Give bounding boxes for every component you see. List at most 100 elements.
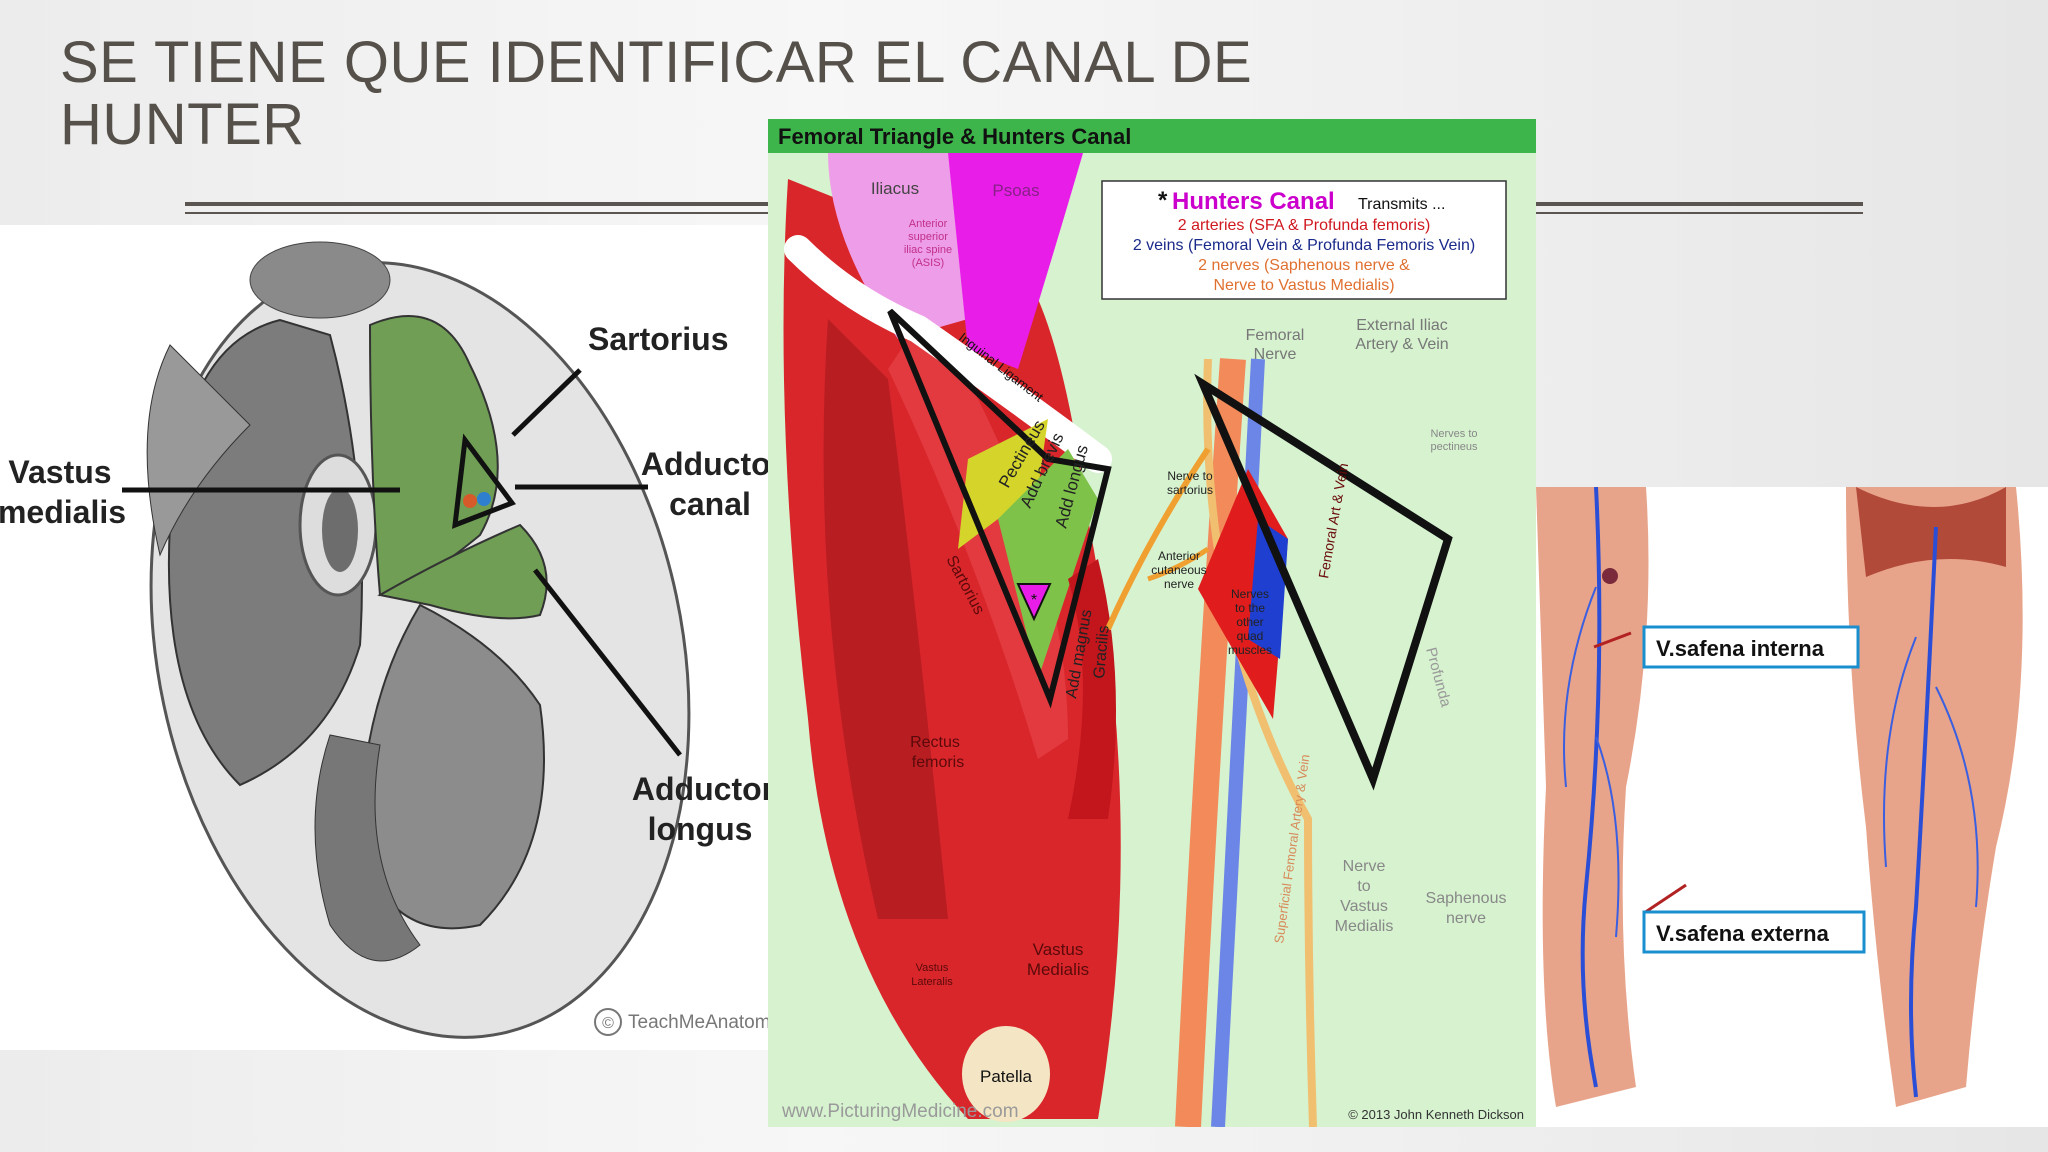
legs-drawing: V.safena interna V.safena externa	[1536, 487, 2023, 1107]
external-vein-label-box	[1642, 910, 1866, 954]
femoral-vein-dot	[477, 492, 491, 506]
box-title: Hunters Canal	[1172, 188, 1335, 215]
diagram-copyright: © 2013 John Kenneth Dickson	[1348, 1107, 1524, 1122]
vastus-lateralis-muscle	[146, 344, 251, 557]
label-nerves-quad-3: other	[1236, 615, 1263, 629]
slide-title: SE TIENE QUE IDENTIFICAR EL CANAL DE HUN…	[60, 32, 1360, 156]
vastus-lateralis-shape	[823, 319, 948, 919]
label-vastus-med-2: Medialis	[1027, 960, 1089, 979]
femoral-vein-vessel	[1211, 358, 1265, 1127]
label-ant-cut-3: nerve	[1164, 577, 1194, 591]
sartorius-muscle	[368, 315, 499, 597]
gracilis-muscle	[1068, 559, 1116, 819]
iliacus-muscle	[828, 153, 968, 339]
diagram-header: Femoral Triangle & Hunters Canal	[778, 124, 1131, 149]
label-asis-3: iliac spine	[904, 244, 952, 256]
label-nerves-pect-2: pectineus	[1430, 441, 1478, 453]
label-sartorius: Sartorius	[588, 321, 728, 357]
label-vastus-lat-2: Lateralis	[911, 976, 953, 988]
label-ext-iliac-1: External Iliac	[1356, 317, 1448, 334]
slide-title-line-1: SE TIENE QUE IDENTIFICAR EL CANAL DE	[60, 30, 1253, 95]
thigh-cross-section-image: Sartorius Vastus medialis Adductor canal…	[0, 225, 768, 1050]
hamstring-muscle	[314, 734, 421, 962]
label-adductor-canal-1: Adductor	[641, 446, 768, 482]
label-rectus-1: Rectus	[910, 734, 960, 751]
inguinal-ligament	[784, 235, 1112, 473]
add-longus-muscle	[998, 449, 1098, 679]
label-profunda: Profunda	[1422, 646, 1454, 710]
label-vastus-2: medialis	[0, 494, 126, 530]
label-nerves-quad-4: quad	[1237, 629, 1264, 643]
label-asis-4: (ASIS)	[912, 257, 944, 269]
label-femoral-nerve-1: Femoral	[1246, 327, 1305, 344]
label-psoas: Psoas	[992, 181, 1039, 200]
label-ntvm-1: Nerve	[1343, 858, 1386, 875]
hunters-canal-marker	[1016, 583, 1052, 622]
box-transmits: Transmits ...	[1358, 196, 1445, 213]
label-patella: Patella	[980, 1067, 1033, 1086]
label-ext-iliac-2: Artery & Vein	[1355, 336, 1448, 353]
calf-muscle	[1856, 487, 2006, 577]
hunters-canal-info-box	[1101, 180, 1507, 300]
copyright-circle	[594, 1008, 622, 1036]
label-safena-externa: V.safena externa	[1656, 921, 1830, 946]
label-nerves-quad-5: muscles	[1228, 643, 1272, 657]
label-vastus-1: Vastus	[8, 454, 111, 490]
adductor-canal-triangle	[452, 433, 516, 529]
saphenous-veins-image: V.safena interna V.safena externa	[1536, 487, 2048, 1127]
label-iliacus: Iliacus	[871, 179, 919, 198]
saphenous-nerve	[1203, 358, 1317, 1127]
patella-bone	[962, 1026, 1050, 1122]
psoas-muscle	[948, 153, 1083, 369]
box-line-nerves: 2 nerves (Saphenous nerve &	[1198, 257, 1410, 274]
box-line-veins: 2 veins (Femoral Vein & Profunda Femoris…	[1133, 237, 1475, 254]
right-leg	[1846, 487, 2023, 1107]
femoral-triangle-outline	[887, 308, 1112, 709]
internal-saphenous-branches	[1563, 586, 1620, 938]
label-adductor-longus-1: Adductor	[632, 771, 768, 807]
label-femoral-nerve-2: Nerve	[1254, 346, 1297, 363]
label-adductor-canal-2: canal	[669, 486, 751, 522]
label-ntvm-3: Vastus	[1340, 898, 1388, 915]
cross-section-drawing: Sartorius Vastus medialis Adductor canal…	[0, 241, 768, 1039]
label-canal-star: *	[1031, 592, 1037, 609]
label-ntvm-2: to	[1357, 878, 1370, 895]
anterior-cutaneous-nerve	[1105, 447, 1211, 631]
label-ntvm-4: Medialis	[1335, 918, 1394, 935]
femoral-artery-dot	[463, 494, 477, 508]
label-nerves-quad-1: Nerves	[1231, 587, 1269, 601]
label-nerves-pect-1: Nerves to	[1430, 428, 1477, 440]
slide-title-line-2: HUNTER	[60, 92, 305, 157]
copyright-symbol: ©	[602, 1015, 614, 1032]
add-brevis-muscle	[958, 419, 1048, 549]
rectus-femoris-muscle	[249, 241, 391, 319]
label-safena-interna: V.safena interna	[1656, 636, 1825, 661]
external-vein-pointer	[1643, 883, 1687, 915]
label-vastus-lat-1: Vastus	[916, 962, 949, 974]
label-rectus-2: femoris	[912, 754, 964, 771]
label-saph-2: nerve	[1446, 910, 1486, 927]
diagram-website: www.PicturingMedicine.com	[781, 1101, 1019, 1122]
label-nerve-sart-1: Nerve to	[1167, 469, 1213, 483]
external-saphenous-vein	[1909, 526, 1938, 1098]
label-ant-cut-2: cutaneous	[1151, 563, 1206, 577]
internal-saphenous-vein	[1580, 487, 1602, 1088]
label-gracilis: Gracilis	[1091, 625, 1113, 680]
femoral-triangle-diagram: Femoral Triangle & Hunters Canal * Hunte…	[768, 119, 1536, 1127]
external-saphenous-branches	[1883, 636, 1979, 908]
hunters-canal-outline	[1194, 373, 1453, 791]
femoral-diagram-drawing: Femoral Triangle & Hunters Canal * Hunte…	[768, 119, 1536, 1127]
femur-marrow	[322, 488, 358, 572]
label-saph-1: Saphenous	[1426, 890, 1507, 907]
sartorius-pointer	[511, 368, 582, 437]
box-star: *	[1158, 187, 1168, 214]
box-line-arteries: 2 arteries (SFA & Profunda femoris)	[1178, 217, 1431, 234]
internal-vein-label-box	[1642, 625, 1860, 669]
label-asis-1: Anterior	[909, 218, 948, 230]
label-adductor-longus-2: longus	[648, 811, 753, 847]
label-asis-2: superior	[908, 231, 948, 243]
label-nerves-quad-2: to the	[1235, 601, 1265, 615]
label-ant-cut-1: Anterior	[1158, 549, 1200, 563]
vein-junction	[1602, 568, 1618, 584]
internal-vein-pointer	[1593, 631, 1632, 649]
